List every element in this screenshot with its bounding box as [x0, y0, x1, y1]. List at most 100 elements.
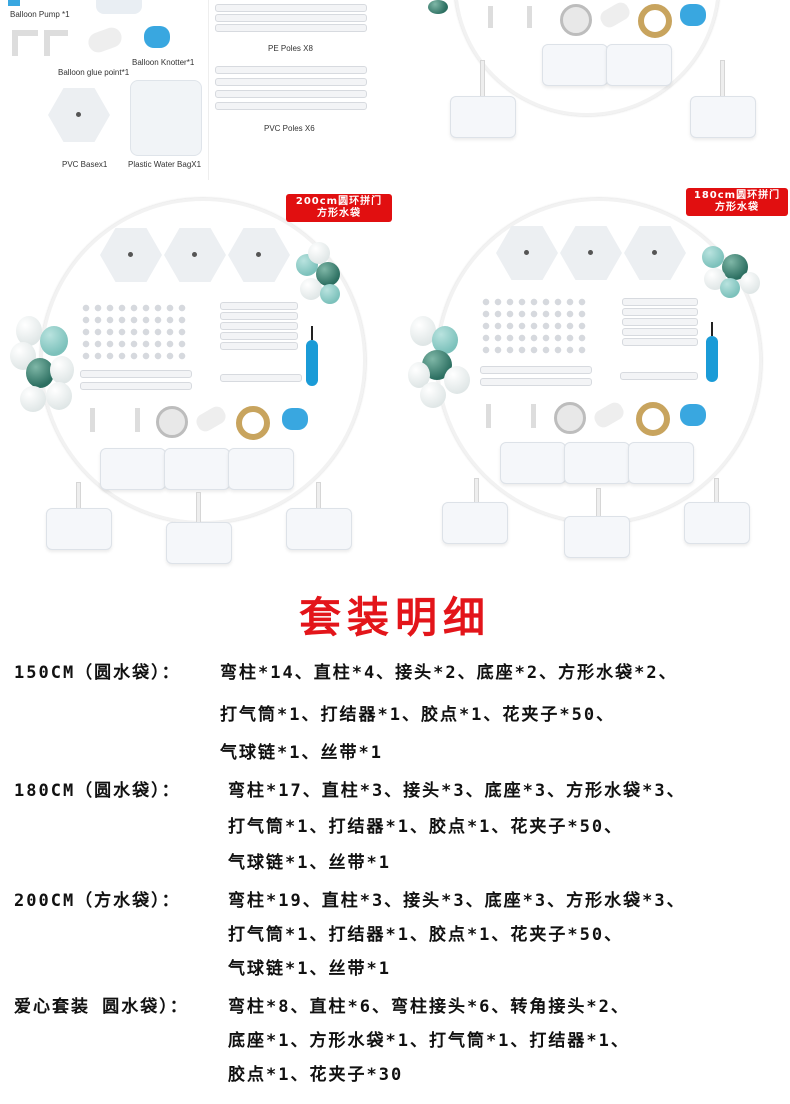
knotter-image	[144, 26, 170, 48]
base-bag	[690, 96, 756, 138]
connector-image	[486, 404, 536, 428]
pvc-poles-label: PVC Poles X6	[264, 124, 315, 133]
size-badge: 180cm圆环拼门 方形水袋	[686, 188, 788, 216]
ribbon-roll-image	[236, 406, 270, 440]
balloon	[408, 362, 430, 388]
pole	[480, 366, 592, 374]
pole	[622, 328, 698, 336]
balloon	[50, 356, 74, 384]
pole	[620, 372, 698, 380]
kit-line: 弯柱*17、直柱*3、接头*3、底座*3、方形水袋*3、	[228, 781, 686, 801]
pole	[622, 298, 698, 306]
kit-name: 200CM（方水袋）：	[14, 891, 181, 911]
base-bag	[46, 508, 112, 550]
base-bag	[450, 96, 516, 138]
water-bag	[542, 44, 608, 86]
base-bag	[286, 508, 352, 550]
balloon	[16, 316, 42, 346]
water-bag	[606, 44, 672, 86]
balloon	[320, 284, 340, 304]
water-bag-label: Plastic Water BagX1	[128, 160, 202, 169]
pvc-base-label: PVC Basex1	[62, 160, 108, 169]
connector-image	[12, 30, 38, 56]
pe-pole	[215, 4, 367, 12]
ribbon-roll-image	[638, 4, 672, 38]
connector-image	[488, 6, 532, 28]
kit-line: 底座*1、方形水袋*1、打气筒*1、打结器*1、	[228, 1031, 630, 1051]
pole	[220, 312, 298, 320]
flower-clips-image	[480, 296, 590, 356]
pump-top-image	[96, 0, 142, 14]
water-bag	[164, 448, 230, 490]
tape-image	[156, 406, 188, 438]
pole	[220, 332, 298, 340]
top-right-kit-panel	[410, 0, 790, 180]
pvc-pole	[215, 102, 367, 110]
section-title: 套装明细	[298, 593, 491, 642]
pvc-pole	[215, 90, 367, 98]
pe-pole	[215, 24, 367, 32]
base-bag	[166, 522, 232, 564]
pe-pole	[215, 14, 367, 22]
size-badge: 200cm圆环拼门 方形水袋	[286, 194, 392, 222]
pole	[220, 322, 298, 330]
water-bag	[500, 442, 566, 484]
balloon	[26, 358, 54, 388]
balloon	[20, 386, 46, 412]
kit-name: 150CM（圆水袋）：	[14, 663, 181, 683]
kit-line: 胶点*1、花夹子*30	[228, 1065, 404, 1085]
balloon	[432, 326, 458, 354]
pole	[622, 318, 698, 326]
glue-label: Balloon glue point*1	[58, 68, 130, 77]
kit-line: 气球链*1、丝带*1	[228, 959, 391, 979]
connector-image	[90, 408, 140, 432]
flower-clips-image	[80, 302, 190, 360]
balloon	[720, 278, 740, 298]
balloon-pump-image	[306, 326, 318, 386]
balloon	[444, 366, 470, 394]
kit-200cm-panel: 200cm圆环拼门 方形水袋	[0, 186, 395, 566]
balloon-pump-image	[706, 322, 718, 382]
balloon	[740, 272, 760, 294]
balloon	[428, 0, 448, 14]
tape-image	[554, 402, 586, 434]
kit-line: 气球链*1、丝带*1	[228, 853, 391, 873]
kit-line: 打气筒*1、打结器*1、胶点*1、花夹子*50、	[228, 817, 624, 837]
knotter-label: Balloon Knotter*1	[132, 58, 195, 67]
kit-name: 180CM（圆水袋）：	[14, 781, 181, 801]
pvc-pole	[215, 66, 367, 74]
water-bag	[564, 442, 630, 484]
kit-line: 打气筒*1、打结器*1、胶点*1、花夹子*50、	[228, 925, 624, 945]
pole	[622, 338, 698, 346]
pole	[220, 374, 302, 382]
balloon	[46, 382, 72, 410]
pvc-base-image	[48, 88, 110, 142]
pole	[480, 378, 592, 386]
water-bag	[228, 448, 294, 490]
knotter-image	[680, 4, 706, 26]
knotter-image	[282, 408, 308, 430]
base-bag	[684, 502, 750, 544]
connector-image-2	[44, 30, 68, 56]
divider-line	[208, 0, 209, 180]
balloon	[410, 316, 436, 346]
tape-image	[560, 4, 592, 36]
kit-line: 弯柱*19、直柱*3、接头*3、底座*3、方形水袋*3、	[228, 891, 686, 911]
base-bag	[564, 516, 630, 558]
base-bag	[442, 502, 508, 544]
balloon	[308, 242, 330, 264]
pump-label: Balloon Pump *1	[10, 10, 70, 19]
ribbon-roll-image	[636, 402, 670, 436]
glue-roll-image	[85, 24, 125, 56]
balloon	[300, 278, 322, 300]
kit-line: 打气筒*1、打结器*1、胶点*1、花夹子*50、	[220, 705, 616, 725]
knotter-image	[680, 404, 706, 426]
kit-180cm-panel: 180cm圆环拼门 方形水袋	[400, 186, 790, 566]
water-bag	[100, 448, 166, 490]
pump-image	[8, 0, 20, 6]
pe-poles-label: PE Poles X8	[268, 44, 313, 53]
pole	[220, 342, 298, 350]
pole	[622, 308, 698, 316]
pole	[80, 382, 192, 390]
top-left-parts-panel: Balloon Pump *1 Balloon Knotter*1 Balloo…	[0, 0, 390, 180]
